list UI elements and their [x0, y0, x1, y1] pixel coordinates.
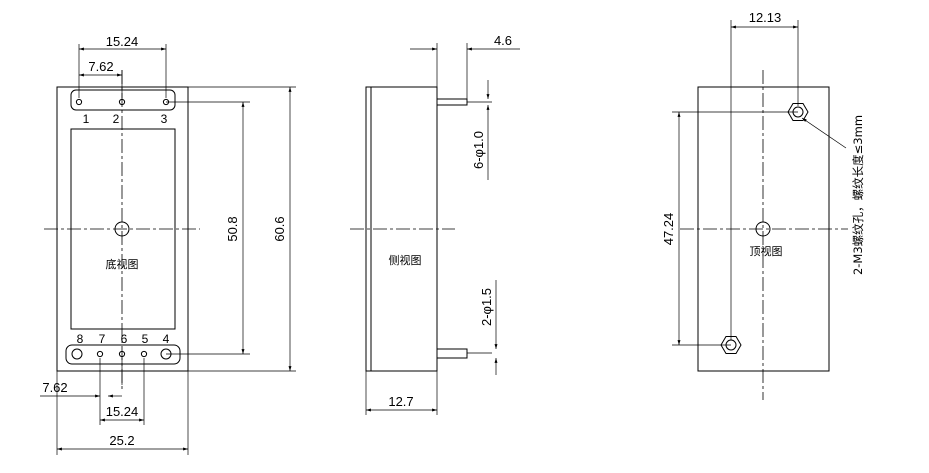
dim-7-62-bottom: 7.62 [42, 380, 67, 395]
thread-note: 2-M3螺纹孔，螺纹长度≤3mm [851, 115, 865, 275]
pin-label-4: 4 [163, 332, 170, 346]
pin-label-7: 7 [99, 332, 106, 346]
pin-2 [118, 98, 126, 106]
bottom-view: 1 2 3 8 7 6 5 4 底视图 15.24 7.62 7.62 15.2… [40, 34, 296, 455]
pin-label-1: 1 [83, 112, 90, 126]
pin-1 [75, 98, 83, 106]
bottom-view-title: 底视图 [106, 257, 139, 271]
dim-47-24: 47.24 [661, 213, 676, 246]
side-view: 4.6 6-φ1.0 2-φ1.5 侧视图 12.7 [350, 33, 520, 415]
dim-15-24-top: 15.24 [106, 34, 139, 49]
dim-12-7: 12.7 [388, 394, 413, 409]
top-center-hole [755, 221, 771, 237]
side-view-title: 侧视图 [389, 253, 422, 267]
dim-15-24-bottom: 15.24 [106, 404, 139, 419]
dim-4-6: 4.6 [494, 33, 512, 48]
top-view-outline [697, 86, 830, 372]
top-view: 12.13 47.24 2-M3螺纹孔，螺纹长度≤3mm 顶视图 [661, 10, 865, 400]
bottom-view-pin-strip-top [70, 89, 176, 111]
pin-6 [118, 350, 126, 358]
pin-label-3: 3 [161, 112, 168, 126]
pin-7 [96, 350, 104, 358]
pin-label-2: 2 [113, 112, 120, 126]
dim-7-62-top: 7.62 [88, 59, 113, 74]
dim-12-13: 12.13 [749, 10, 782, 25]
pin-label-8: 8 [77, 332, 84, 346]
pin-5 [140, 350, 148, 358]
dim-50-8: 50.8 [225, 216, 240, 241]
pin-label-5: 5 [142, 332, 149, 346]
dim-60-6: 60.6 [272, 216, 287, 241]
pin-8 [71, 348, 83, 360]
dim-6-phi-1-0: 6-φ1.0 [471, 131, 486, 169]
top-view-title: 顶视图 [750, 244, 783, 258]
dim-2-phi-1-5: 2-φ1.5 [479, 288, 494, 326]
center-hole [114, 221, 130, 237]
bottom-view-pin-strip-bottom [65, 344, 181, 365]
side-pin-small [436, 98, 468, 106]
side-pin-large [436, 348, 468, 359]
pin-label-6: 6 [121, 332, 128, 346]
dim-25-2: 25.2 [109, 433, 134, 448]
